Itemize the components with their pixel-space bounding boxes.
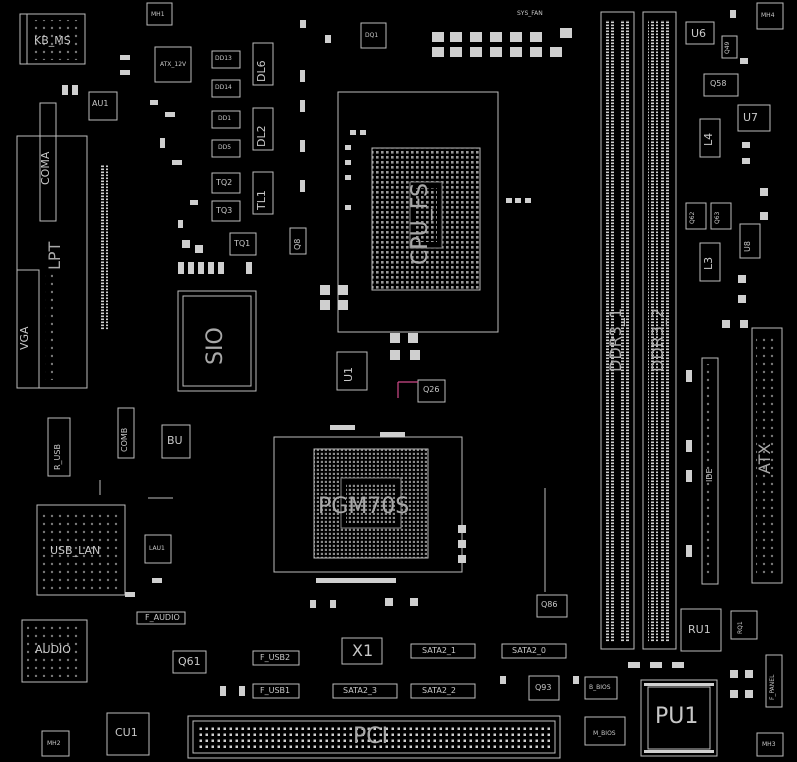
board-silkscreen (16, 2, 784, 759)
motherboard-layout: KB_MS MH1 ATX_12V AU1 COMA LPT VGA DD13 … (16, 2, 784, 759)
